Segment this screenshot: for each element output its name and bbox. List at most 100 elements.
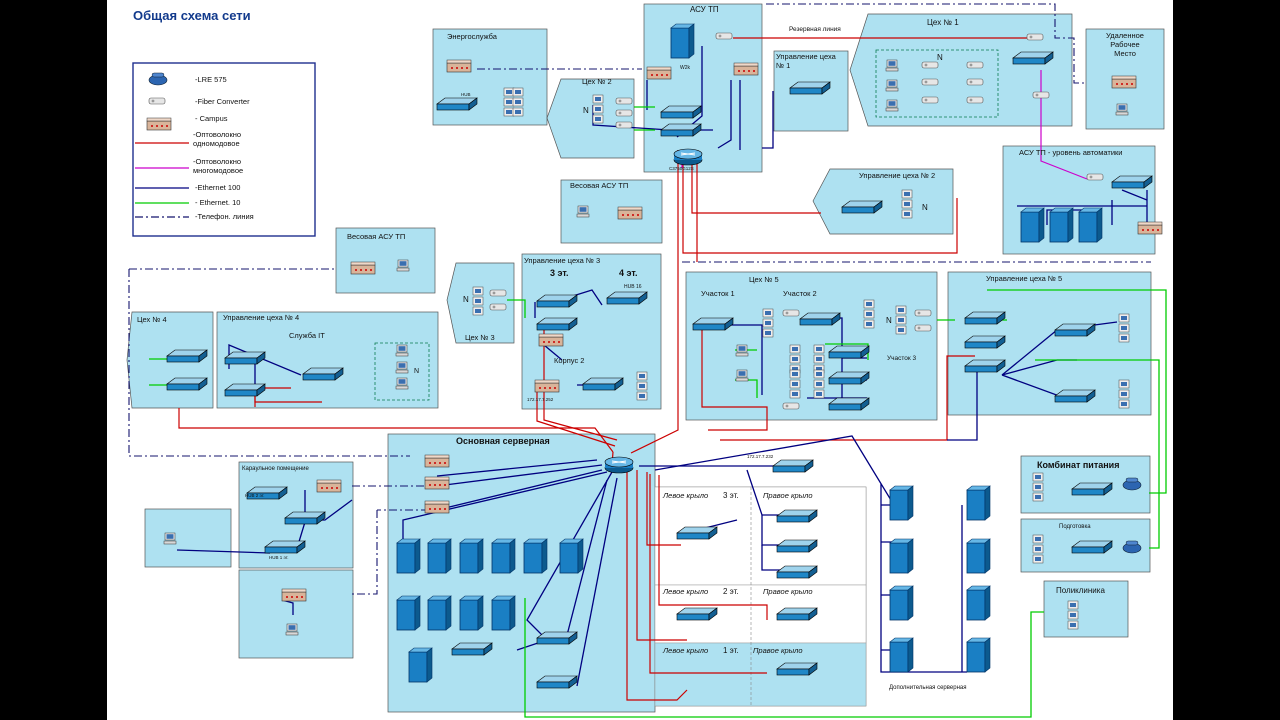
label-mgmt4: Управление цеха № 4: [223, 313, 299, 322]
server-extra-7-icon: [889, 637, 914, 673]
fc-shop3-2-icon: [489, 303, 507, 311]
pc-stack-clinic-icon: [1067, 600, 1079, 630]
label-floor4: 4 эт.: [619, 268, 637, 278]
server-main-7-icon: [396, 595, 421, 631]
fc-shop1-uplink-icon: [1026, 33, 1044, 41]
label-asutp: АСУ ТП: [690, 5, 719, 14]
legend-single-mode: -Оптоволокно одномодовое: [193, 130, 242, 148]
campus-guard-icon: [316, 479, 342, 493]
switch-building2-icon: [582, 377, 624, 391]
server-main-5-icon: [523, 538, 548, 574]
fc-shop1-5-icon: [966, 78, 984, 86]
label-reserve: Резервная линия: [789, 26, 841, 33]
switch-s2-3-icon: [828, 371, 870, 385]
label-guard: Караульное помещение: [242, 466, 310, 472]
label-hub1: HUB 1 эт.: [269, 555, 289, 560]
label-section1: Участок 1: [701, 289, 735, 298]
switch-shop4-1-icon: [166, 349, 208, 363]
legend-multi-mode: -Оптоволокно многомодовое: [193, 157, 244, 175]
switch-shop1-icon: [1012, 51, 1054, 65]
switch-main-3-icon: [536, 675, 578, 689]
server-main-11-icon: [408, 647, 433, 683]
router-core-icon: [604, 456, 634, 474]
label-remote: Удаленное Рабочее Место: [1106, 31, 1144, 58]
pc-shop1-1-icon: [885, 59, 899, 72]
fc-shop1-6-icon: [966, 96, 984, 104]
pc-stack-mgmt5-2-icon: [1118, 379, 1130, 409]
diagram-sheet: Общая схема сети: [107, 0, 1173, 720]
switch-it-icon: [302, 367, 344, 381]
label-shop3: Цех № 3: [465, 333, 495, 342]
label-hub2: HUB 2 эт.: [245, 493, 265, 498]
fc-s2-2-icon: [782, 402, 800, 410]
pc-weight1-icon: [576, 205, 590, 218]
campus-asutp-2-icon: [733, 62, 759, 76]
network-diagram: Общая схема сети: [126, 3, 1167, 718]
fc-shop2-1-icon: [615, 97, 633, 105]
fiber-converter-icon: [148, 97, 166, 105]
label-it: Служба IT: [289, 331, 325, 340]
pc-stack-s3-icon: [895, 305, 907, 335]
label-asutp-auto: АСУ ТП - уровень автоматики: [1019, 148, 1122, 157]
label-ip2: 172.17.7.252: [527, 397, 554, 402]
server-extra-4-icon: [966, 538, 991, 574]
campus-main-2-icon: [424, 476, 450, 490]
switch-mgmt3-2-icon: [536, 317, 578, 331]
label-section3: Участок 3: [887, 355, 917, 362]
label-building2: Корпус 2: [554, 356, 584, 365]
pc-it-1-icon: [395, 344, 409, 357]
label-training: Подготовка: [1059, 524, 1091, 530]
panel-mgmt2: [812, 168, 954, 235]
switch-auto-icon: [1111, 175, 1153, 189]
panel-shop1: [849, 13, 1073, 127]
label-extra-server: Дополнительная серверная: [889, 685, 966, 691]
label-shop4: Цех № 4: [137, 315, 167, 324]
hub-guard-1-icon: [284, 511, 326, 525]
hub-guard-0-icon: [264, 540, 306, 554]
panel-shop5: [685, 271, 938, 421]
fc-shop1-1-icon: [921, 61, 939, 69]
switch-main-1-icon: [451, 642, 493, 656]
campus-weight2-icon: [350, 261, 376, 275]
switch-right-3c-icon: [776, 565, 818, 579]
label-w2k: W2k: [680, 65, 691, 71]
label-left-3: Левое крыло: [662, 491, 708, 500]
campus-bottom-icon: [281, 588, 307, 602]
server-extra-5-icon: [889, 585, 914, 621]
hub16-icon: [606, 291, 648, 305]
fc-shop2-3-icon: [615, 121, 633, 129]
legend-phone: -Телефон. линия: [195, 212, 254, 221]
label-floor3: 3 эт.: [550, 268, 568, 278]
server-extra-1-icon: [889, 485, 914, 521]
switch-mgmt5-3-icon: [964, 359, 1006, 373]
label-mgmt5: Управление цеха № 5: [986, 274, 1062, 283]
pc-it-2-icon: [395, 361, 409, 374]
panel-asutp: [643, 3, 763, 173]
label-weight1: Весовая АСУ ТП: [570, 181, 628, 190]
router-c3750-icon: [673, 148, 703, 166]
switch-s2-4-icon: [828, 397, 870, 411]
switch-mgmt4-1-icon: [224, 351, 266, 365]
label-f3: 3 эт.: [723, 491, 739, 500]
pc-stack-mgmt2-icon: [901, 189, 913, 219]
fc-auto-icon: [1086, 173, 1104, 181]
server-main-9-icon: [459, 595, 484, 631]
fc-s2-icon: [782, 309, 800, 317]
label-left-2: Левое крыло: [662, 587, 708, 596]
pc-stack-s2-3-icon: [789, 369, 801, 399]
fiber-converter-asutp-icon: [715, 32, 733, 40]
label-mgmt3: Управление цеха № 3: [524, 256, 600, 265]
pc-left-icon: [163, 532, 177, 545]
label-c3750: C3750G12S: [669, 166, 694, 171]
label-n-it: N: [414, 368, 419, 375]
pc-stack-building2-icon: [636, 371, 648, 401]
switch-food-icon: [1071, 482, 1113, 496]
switch-left-2-icon: [676, 607, 718, 621]
legend-eth100: -Ethernet 100: [195, 183, 240, 192]
pc-stack-s1-icon: [762, 308, 774, 338]
legend-fc: -Fiber Converter: [195, 97, 250, 106]
eth10-lines: [149, 106, 1167, 718]
server-extra-8-icon: [966, 637, 991, 673]
panel-weight2: [335, 227, 436, 294]
pc-stack-s2-5-icon: [813, 369, 825, 399]
